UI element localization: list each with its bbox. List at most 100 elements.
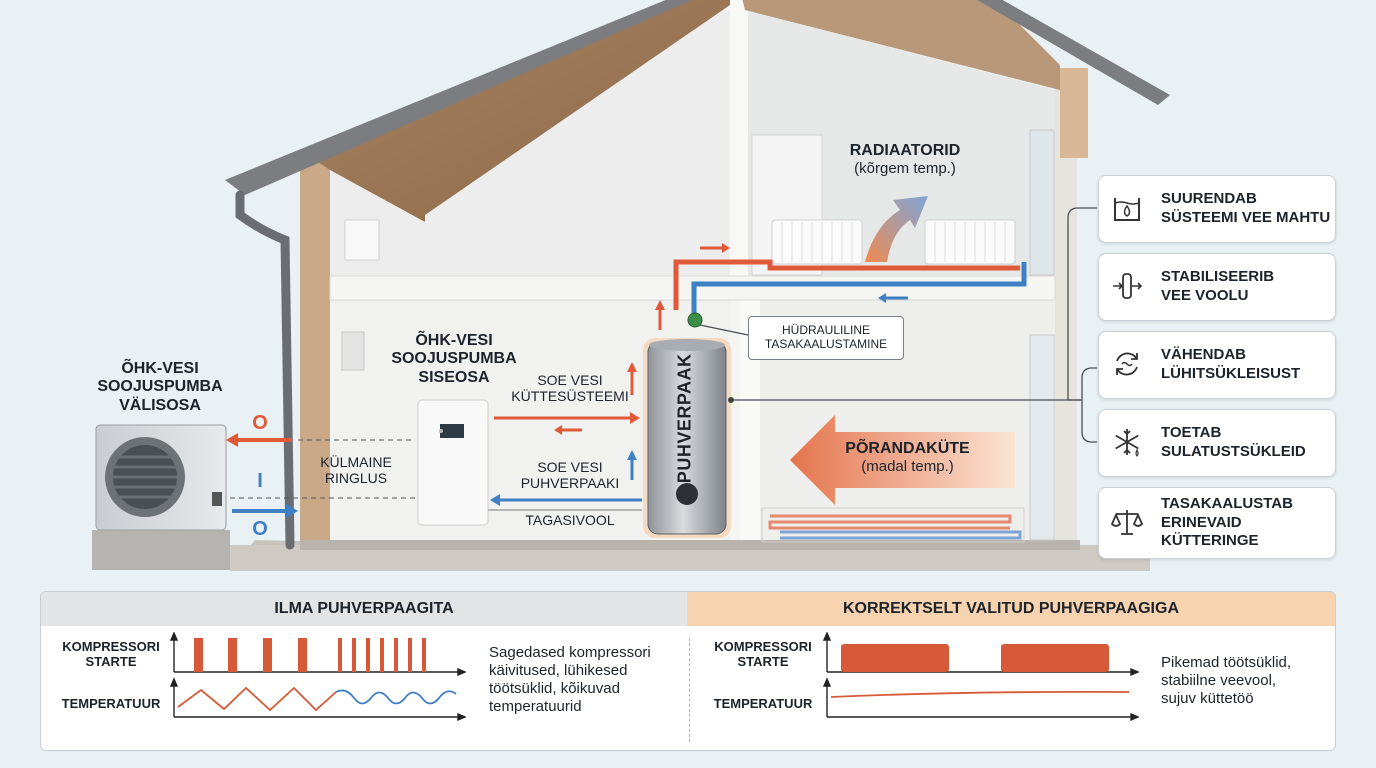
attic-window: [1029, 129, 1055, 276]
outdoor-arrow-o-bottom-label: O: [252, 518, 268, 540]
left-temperature-wave-red: [177, 686, 337, 712]
tank-port: [676, 483, 698, 505]
benefit-flow-line-1: STABILISEERIB: [1161, 268, 1275, 286]
left-desc-line-3: töötsüklid, kõikuvad: [489, 680, 620, 697]
flow-tank-line-2: PUHVERPAAKI: [520, 475, 620, 492]
left-desc-line-4: temperatuurid: [489, 698, 582, 715]
panel-divider: [689, 638, 690, 742]
red-up-arrow-pipe: [655, 300, 665, 330]
left-compressor-line-2: STARTE: [85, 653, 137, 669]
ground-floor-slab: [300, 540, 1080, 550]
benefit-balance-line-1: TASAKAALUSTAB: [1161, 494, 1293, 512]
indoor-unit-title: ÕHK-VESI SOOJUSPUMBA SISEOSA: [388, 332, 520, 387]
attic-vent: [344, 219, 380, 261]
indoor-title-line-2: SOOJUSPUMBA: [391, 350, 517, 368]
refrigerant-loop-label: KÜLMAINE RINGLUS: [306, 454, 406, 486]
roof-underside-wood: [300, 0, 730, 222]
buffer-tank: [643, 338, 731, 538]
indoor-title-line-1: ÕHK-VESI: [415, 332, 493, 349]
center-wall-attic: [730, 0, 748, 280]
benefit-cycling-line-2: LÜHITSÜKLEISUST: [1161, 365, 1301, 382]
left-temperature-wave-blue: [335, 689, 457, 705]
roof-underside-right: [742, 0, 1060, 90]
right-panel-title: KORREKTSELT VALITUD PUHVERPAAGIGA: [687, 592, 1335, 626]
floor-heating-subtitle: (madal temp.): [861, 458, 954, 476]
right-temperature-line: [830, 690, 1130, 698]
left-desc-line-2: käivitused, lühikesed: [489, 662, 628, 679]
flow-label-to-tank: SOE VESI PUHVERPAAKI: [505, 459, 635, 491]
flow-arrow-up-red: [627, 362, 637, 395]
roof-shingles-left: [225, 0, 693, 195]
refrigerant-line-1: KÜLMAINE: [320, 454, 392, 470]
outdoor-unit-title: ÕHK-VESI SOOJUSPUMBA VÄLISOSA: [90, 360, 230, 415]
flow-heating-line-1: SOE VESI: [537, 372, 603, 388]
hydraulic-balancing-box: HÜDRAULILINE TASAKAALUSTAMINE: [748, 316, 904, 360]
center-wall-ground: [740, 298, 760, 548]
indoor-title-line-3: SISEOSA: [418, 368, 490, 386]
right-exterior-wall: [1055, 80, 1077, 550]
tank-label: PUHVERPAAK: [674, 353, 695, 484]
right-graphs: [822, 632, 1139, 722]
benefit-balance-line-3: KÜTTERINGE: [1161, 532, 1259, 550]
left-graphs: [169, 632, 466, 722]
ground-window-left: [341, 331, 365, 371]
flow-label-to-heating: SOE VESI KÜTTESÜSTEEMI: [505, 372, 635, 404]
right-desc-line-3: sujuv küttetöö: [1161, 690, 1254, 707]
right-temperature-label: TEMPERATUUR: [713, 696, 813, 711]
right-compressor-pulses: [841, 644, 1109, 672]
outdoor-title-line-1: ÕHK-VESI: [121, 360, 199, 377]
floor-heating-label: PÕRANDAKÜTE (madal temp.): [835, 440, 980, 476]
floor-heating-title: PÕRANDAKÜTE: [845, 440, 970, 457]
left-compressor-line-1: KOMPRESSORI: [62, 639, 160, 654]
blue-flow-arrow-top: [878, 293, 908, 303]
right-desc-line-2: stabiilne veevool,: [1161, 672, 1277, 689]
right-compressor-line-1: KOMPRESSORI: [714, 639, 812, 654]
roof-beam-right: [1060, 68, 1088, 158]
right-desc-line-1: Pikemad töötsüklid,: [1161, 654, 1292, 671]
flow-arrow-to-heating: [494, 412, 640, 424]
comparison-panel: ILMA PUHVERPAAGITA KORREKTSELT VALITUD P…: [40, 591, 1336, 751]
ground-window-right: [1029, 334, 1055, 541]
left-compressor-pulses: [194, 638, 426, 672]
hydraulic-valve: [687, 312, 703, 328]
left-description: Sagedased kompressori käivitused, lühike…: [489, 644, 689, 716]
benefit-defrost-line-1: TOETAB: [1161, 424, 1222, 442]
benefit-flow-line-2: VEE VOOLU: [1161, 287, 1249, 304]
radiator-left: [771, 219, 863, 265]
hot-pipe-to-radiators: [673, 259, 1020, 310]
left-compressor-label: KOMPRESSORI STARTE: [51, 639, 171, 670]
flow-label-return: TAGASIVOOL: [525, 512, 615, 528]
cycle-arrows-icon: [1116, 352, 1138, 376]
benefit-volume-line-2: SÜSTEEMI VEE MAHTU: [1161, 209, 1331, 226]
outdoor-unit: [92, 424, 230, 570]
right-compressor-line-2: STARTE: [737, 653, 789, 669]
benefit-volume-line-1: SUURENDAB: [1161, 190, 1257, 208]
tank-leader-lines: [699, 207, 1097, 443]
outdoor-arrow-in-bottom: [232, 504, 298, 518]
flow-stabilizer-icon: [1113, 273, 1143, 299]
roof-shingles-right: [977, 0, 1170, 105]
left-exterior-wall: [300, 150, 330, 550]
flow-heating-line-2: KÜTTESÜSTEEMI: [511, 388, 629, 405]
refrigerant-dashed-lines: [230, 439, 415, 499]
outdoor-arrow-out-top: [226, 433, 292, 447]
floor-heating-panel: [761, 507, 1025, 543]
cold-pipe-from-radiators: [691, 262, 1027, 320]
floor-heating-arrow: [790, 415, 1015, 505]
radiator-heat-arrow: [865, 196, 928, 262]
benefit-defrost-line-2: SULATUSTSÜKLEID: [1161, 443, 1306, 460]
flow-arrow-return: [490, 494, 642, 506]
flow-tank-line-1: SOE VESI: [537, 459, 603, 475]
left-temperature-label: TEMPERATUUR: [61, 696, 161, 711]
outdoor-title-line-3: VÄLISOSA: [119, 396, 201, 414]
radiators-label: RADIAATORID (kõrgem temp.): [830, 142, 980, 178]
right-description: Pikemad töötsüklid, stabiilne veevool, s…: [1161, 654, 1331, 708]
outdoor-arrow-i-label: I: [257, 470, 263, 492]
downspout: [235, 190, 295, 550]
